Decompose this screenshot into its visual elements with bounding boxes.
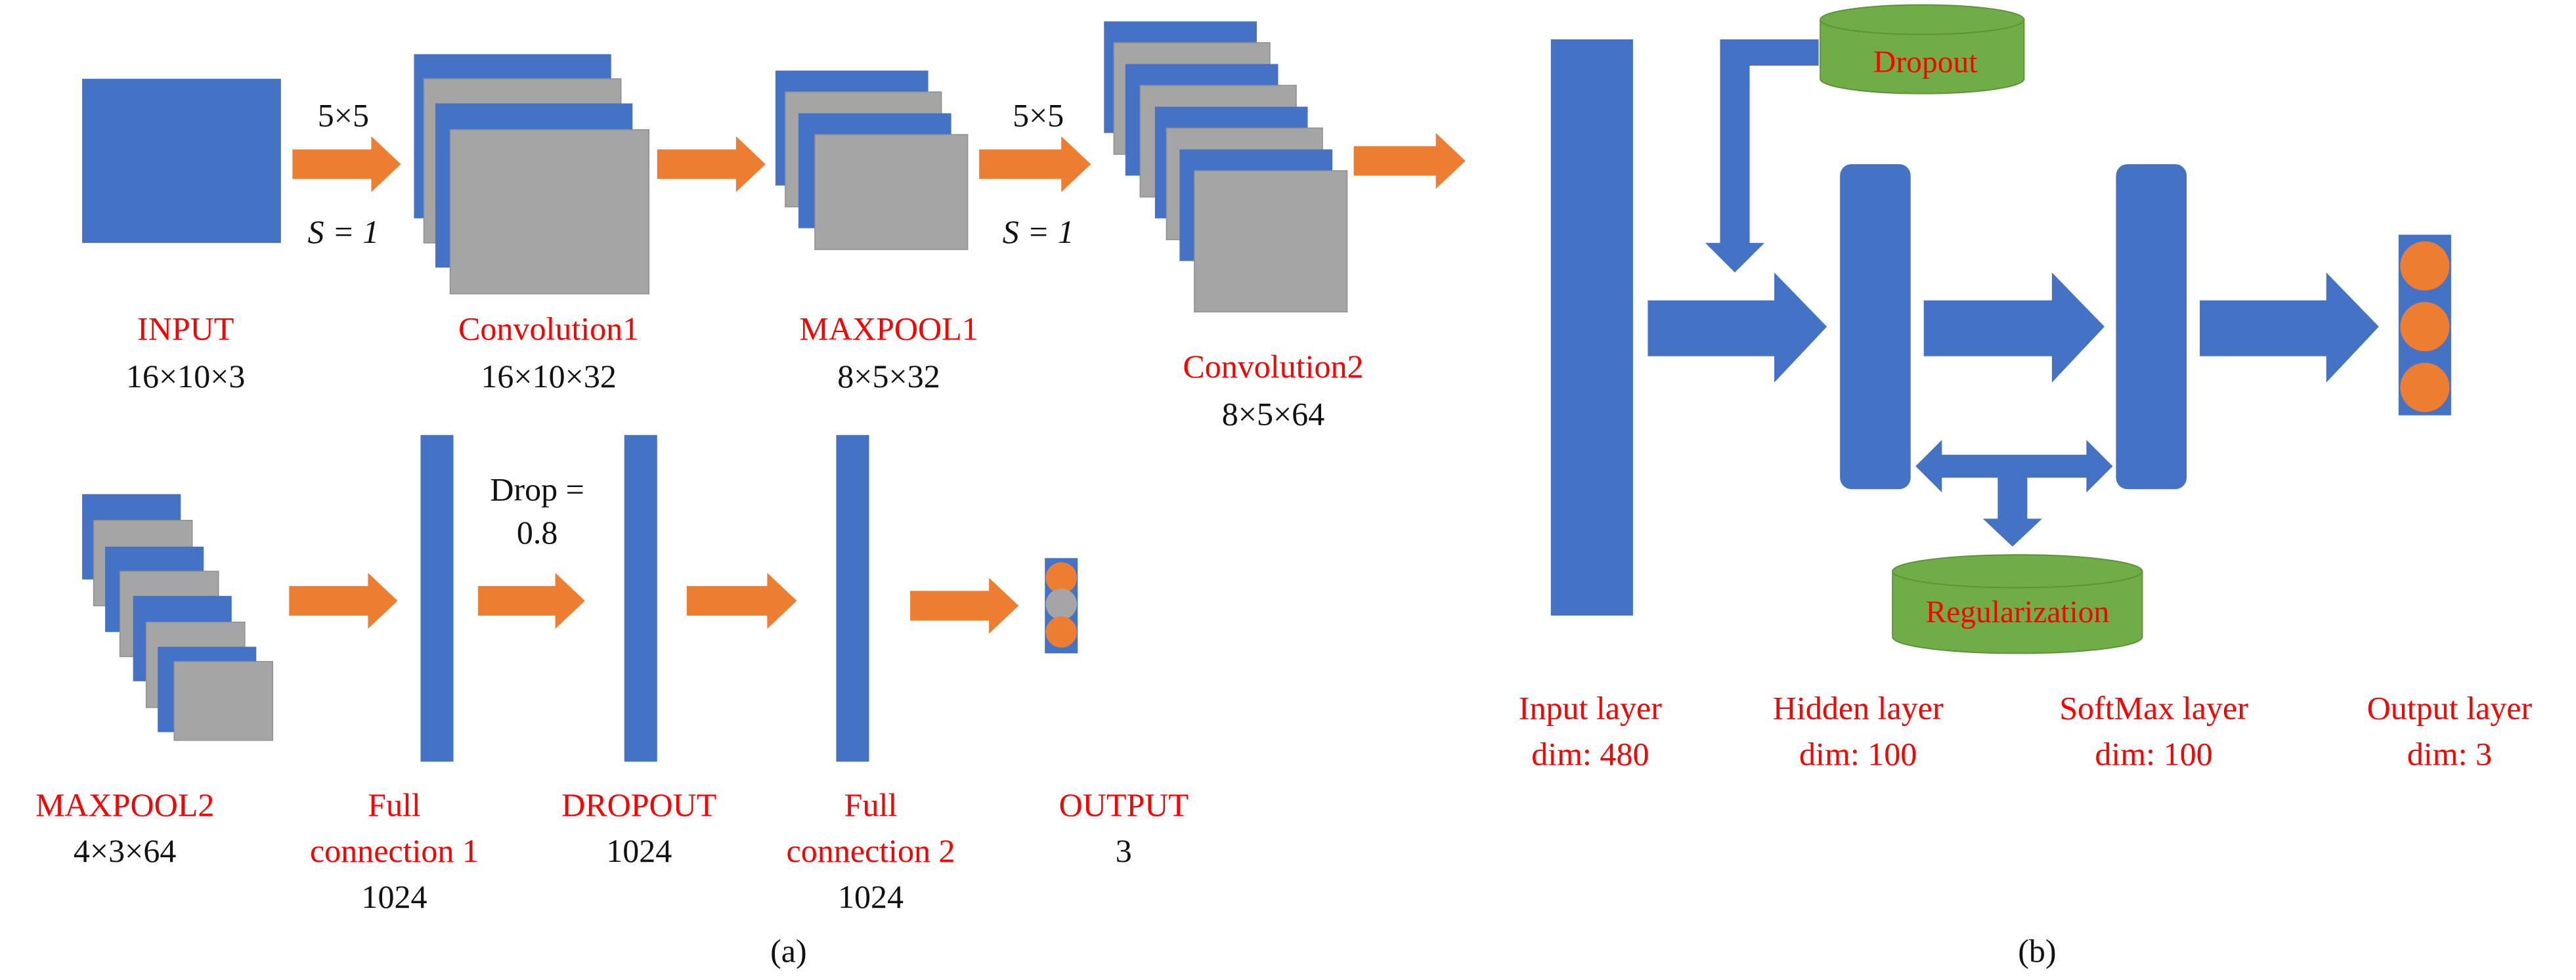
drop-annotation-line2: 0.8 [517, 514, 558, 551]
stride-label-2: S = 1 [1003, 213, 1074, 250]
output-layer-vector [2398, 234, 2451, 415]
label-input: INPUT [137, 310, 234, 347]
panel-a-caption: (a) [770, 933, 807, 969]
dropout-cylinder: Dropout [1820, 4, 2025, 95]
label-output: OUTPUT [1059, 786, 1189, 823]
arrow-conv1-to-maxpool1 [657, 136, 766, 192]
input-layer-bar [1550, 39, 1633, 616]
regularization-cylinder: Regularization [1892, 554, 2143, 654]
label-conv1: Convolution1 [458, 310, 639, 347]
arrow-fc1-to-dropout [478, 572, 585, 629]
dim-input-layer: dim: 480 [1531, 735, 1649, 772]
dims-maxpool1: 8×5×32 [837, 358, 940, 394]
output-node-dropped [1045, 588, 1078, 620]
fc1-layer-bar [420, 435, 454, 762]
input-block [82, 79, 281, 244]
arrow-input-to-hidden [1648, 272, 1827, 383]
arrow-conv2-to-maxpool2 [1353, 133, 1466, 189]
label-fc2-line1: Full [844, 786, 898, 823]
arrow-softmax-to-output [2200, 272, 2379, 383]
arrow-maxpool1-to-conv2 [979, 136, 1091, 192]
regularization-cylinder-label: Regularization [1925, 595, 2109, 629]
label-softmax-layer: SoftMax layer [2059, 689, 2248, 726]
label-fc1-line2: connection 1 [310, 832, 479, 869]
output-vector [1045, 558, 1078, 654]
output-node [2400, 302, 2450, 352]
dims-fc1: 1024 [361, 878, 427, 915]
dim-hidden-layer: dim: 100 [1799, 735, 1917, 772]
label-conv2: Convolution2 [1183, 348, 1363, 385]
drop-annotation-line1: Drop = [490, 471, 584, 508]
label-output-layer: Output layer [2367, 689, 2533, 726]
output-node [1045, 616, 1078, 648]
arrow-hidden-to-softmax [1923, 272, 2105, 383]
label-maxpool2: MAXPOOL2 [35, 786, 214, 823]
arrow-fc2-to-output [910, 578, 1019, 634]
label-hidden-layer: Hidden layer [1773, 689, 1944, 726]
label-fc1-line1: Full [368, 786, 421, 823]
label-dropout: DROPOUT [561, 786, 716, 823]
dims-dropout: 1024 [606, 832, 672, 869]
dims-output: 3 [1116, 832, 1132, 869]
dims-conv2: 8×5×64 [1222, 396, 1324, 433]
fc2-layer-bar [836, 435, 869, 762]
softmax-layer-bar [2116, 164, 2187, 490]
maxpool1-feature-maps [775, 70, 969, 250]
output-node [1045, 562, 1078, 594]
label-input-layer: Input layer [1519, 689, 1662, 726]
maxpool2-feature-maps [82, 494, 274, 741]
dims-input: 16×10×3 [126, 358, 246, 394]
regularization-double-arrow [1915, 440, 2113, 547]
dims-conv1: 16×10×32 [481, 358, 617, 394]
dim-softmax-layer: dim: 100 [2095, 735, 2212, 772]
arrow-dropout-to-fc2 [686, 572, 797, 629]
arrow-maxpool2-to-fc1 [289, 572, 398, 629]
dim-output-layer: dim: 3 [2407, 735, 2492, 772]
dims-maxpool2: 4×3×64 [74, 832, 176, 869]
arrow-input-to-conv1 [292, 136, 401, 192]
dropout-cylinder-label: Dropout [1873, 45, 1977, 79]
dropout-elbow-arrow [1705, 39, 1819, 273]
kernel-label-1: 5×5 [318, 97, 369, 134]
panel-b-caption: (b) [2018, 933, 2056, 969]
stride-label-1: S = 1 [307, 213, 379, 250]
dropout-layer-bar [624, 435, 657, 762]
kernel-label-2: 5×5 [1013, 97, 1064, 134]
output-node [2400, 362, 2450, 412]
output-node [2400, 241, 2450, 291]
label-maxpool1: MAXPOOL1 [799, 310, 978, 347]
hidden-layer-bar [1840, 164, 1911, 490]
conv1-feature-maps [414, 54, 650, 295]
conv2-feature-maps [1104, 21, 1348, 312]
dims-fc2: 1024 [838, 878, 904, 915]
label-fc2-line2: connection 2 [787, 832, 955, 869]
